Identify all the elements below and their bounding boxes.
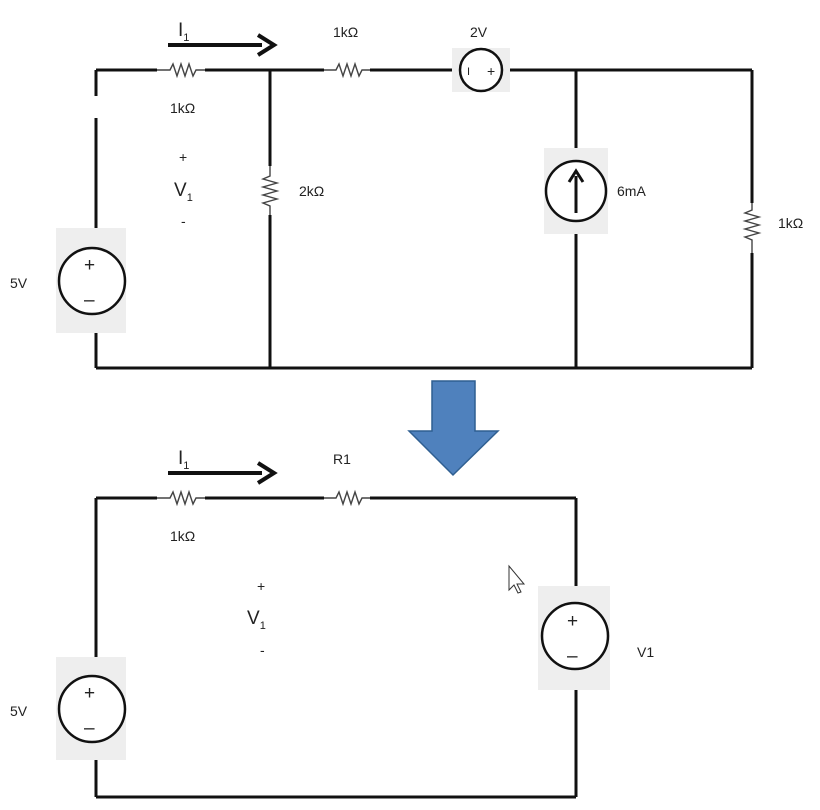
label-r1: R1 <box>333 451 351 467</box>
vsrc-5v-minus-sign: – <box>84 290 95 311</box>
resistor-r1 <box>324 489 370 507</box>
label-r-top: 1kΩ <box>333 24 358 40</box>
v1-plus-sign: + <box>179 149 187 165</box>
v1-bottom-minus-sign: - <box>260 642 265 658</box>
label-isrc: 6mA <box>617 183 646 199</box>
vsrc-v1-plus-sign: + <box>567 611 578 632</box>
label-v1: V1 <box>174 180 193 204</box>
mouse-cursor-icon <box>508 564 526 594</box>
label-v1-bottom: V1 <box>247 608 266 632</box>
label-5v-bottom: 5V <box>10 703 28 719</box>
label-r-left: 1kΩ <box>170 100 195 116</box>
label-5v-top: 5V <box>10 275 28 291</box>
label-r-2k: 2kΩ <box>299 183 324 199</box>
vsrc-2v-plus-sign: + <box>487 63 495 79</box>
current-arrow-i1-bottom <box>168 461 278 485</box>
label-r-bottom-left: 1kΩ <box>170 528 195 544</box>
current-label-i1: I1 <box>178 20 189 44</box>
voltage-source-5v-bottom: + – <box>56 657 127 760</box>
voltage-source-5v-top: + – <box>56 228 127 333</box>
voltage-source-v1: + – <box>538 586 610 690</box>
vsrc-5v-bottom-minus-sign: – <box>84 718 95 739</box>
bottom-circuit: I1 + – + – R1 1kΩ + V1 - V1 5V <box>10 448 654 799</box>
v1-minus-sign: - <box>181 213 186 229</box>
current-source-6ma <box>544 148 608 234</box>
top-circuit: I1 I + + – 1kΩ 2V 1kΩ + V1 - 2kΩ 6 <box>10 20 803 370</box>
resistor-right <box>742 203 762 253</box>
voltage-source-2v: I + <box>452 47 510 93</box>
current-label-i1-bottom: I1 <box>178 448 189 472</box>
label-v1-source: V1 <box>637 644 654 660</box>
label-2v: 2V <box>470 24 488 40</box>
current-arrow-i1 <box>168 33 278 57</box>
vsrc-5v-bottom-plus-sign: + <box>84 683 95 704</box>
resistor-2k <box>260 166 280 215</box>
transform-down-arrow-icon <box>407 380 500 477</box>
resistor-top-left <box>157 61 205 79</box>
vsrc-2v-minus-sign: I <box>467 66 470 78</box>
resistor-bottom-left <box>157 489 205 507</box>
label-r-right: 1kΩ <box>778 215 803 231</box>
vsrc-5v-plus-sign: + <box>84 255 95 276</box>
v1-bottom-plus-sign: + <box>257 578 265 594</box>
resistor-top-mid <box>324 61 370 79</box>
vsrc-v1-minus-sign: – <box>567 646 578 667</box>
